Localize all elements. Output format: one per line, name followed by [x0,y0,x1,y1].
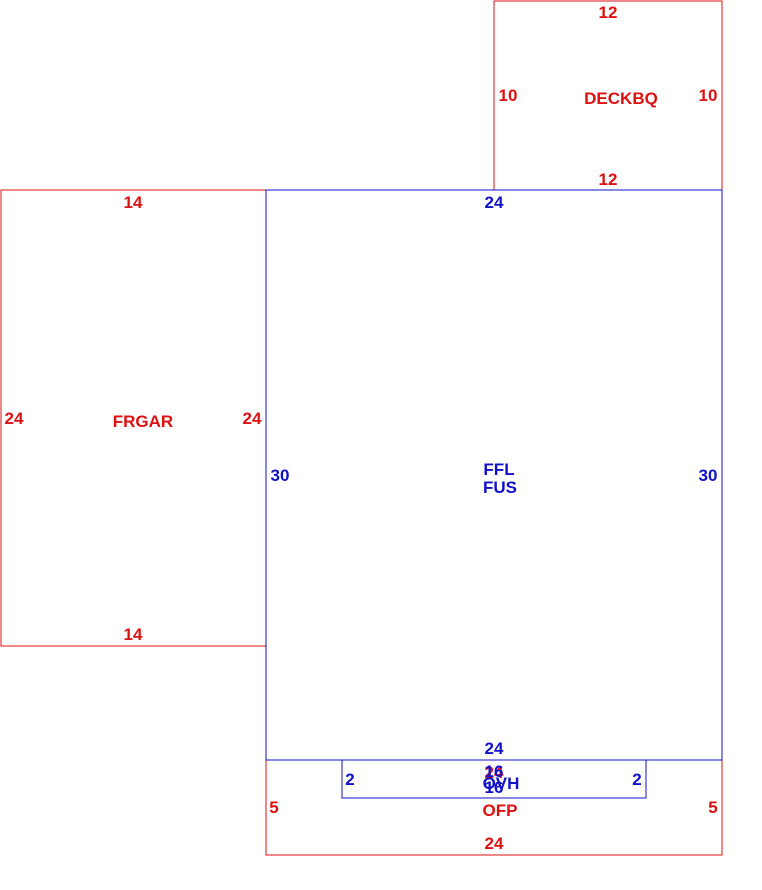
ofp-right-dimension: 5 [708,798,717,817]
main-living-area: FFL FUS 24 24 30 30 [265,189,723,761]
main-right-dimension: 30 [699,466,718,485]
ofp-bottom-dimension: 24 [485,834,504,853]
deckbq-top-dimension: 12 [599,3,618,22]
main-label-ffl: FFL [483,460,514,479]
main-top-dimension: 24 [485,193,504,212]
ovh-outline [341,759,647,799]
ovh-top-dimension: 16 [485,762,504,781]
main-bottom-dimension: 24 [485,739,504,758]
ofp-area: OFP 24 24 5 5 [265,759,723,856]
ovh-left-dimension: 2 [345,770,354,789]
ovh-bottom-dimension: 16 [485,778,504,797]
deckbq-right-dimension: 10 [699,86,718,105]
ovh-right-dimension: 2 [632,770,641,789]
main-left-dimension: 30 [271,466,290,485]
deckbq-bottom-dimension: 12 [599,170,618,189]
main-label-fus: FUS [483,478,517,497]
deckbq-area: DECKBQ 12 12 10 10 [493,0,723,191]
frgar-top-dimension: 14 [124,193,143,212]
frgar-label: FRGAR [113,412,173,431]
ofp-left-dimension: 5 [269,798,278,817]
ovh-area: OVH 16 16 2 2 [341,759,647,799]
frgar-right-dimension: 24 [243,409,262,428]
ofp-label: OFP [483,801,518,820]
frgar-left-dimension: 24 [5,409,24,428]
deckbq-left-dimension: 10 [499,86,518,105]
frgar-area: FRGAR 14 14 24 24 [0,189,267,647]
ofp-top-dimension: 24 [485,763,504,782]
frgar-bottom-dimension: 14 [124,625,143,644]
deckbq-label: DECKBQ [584,89,658,108]
ovh-label: OVH [483,774,520,793]
